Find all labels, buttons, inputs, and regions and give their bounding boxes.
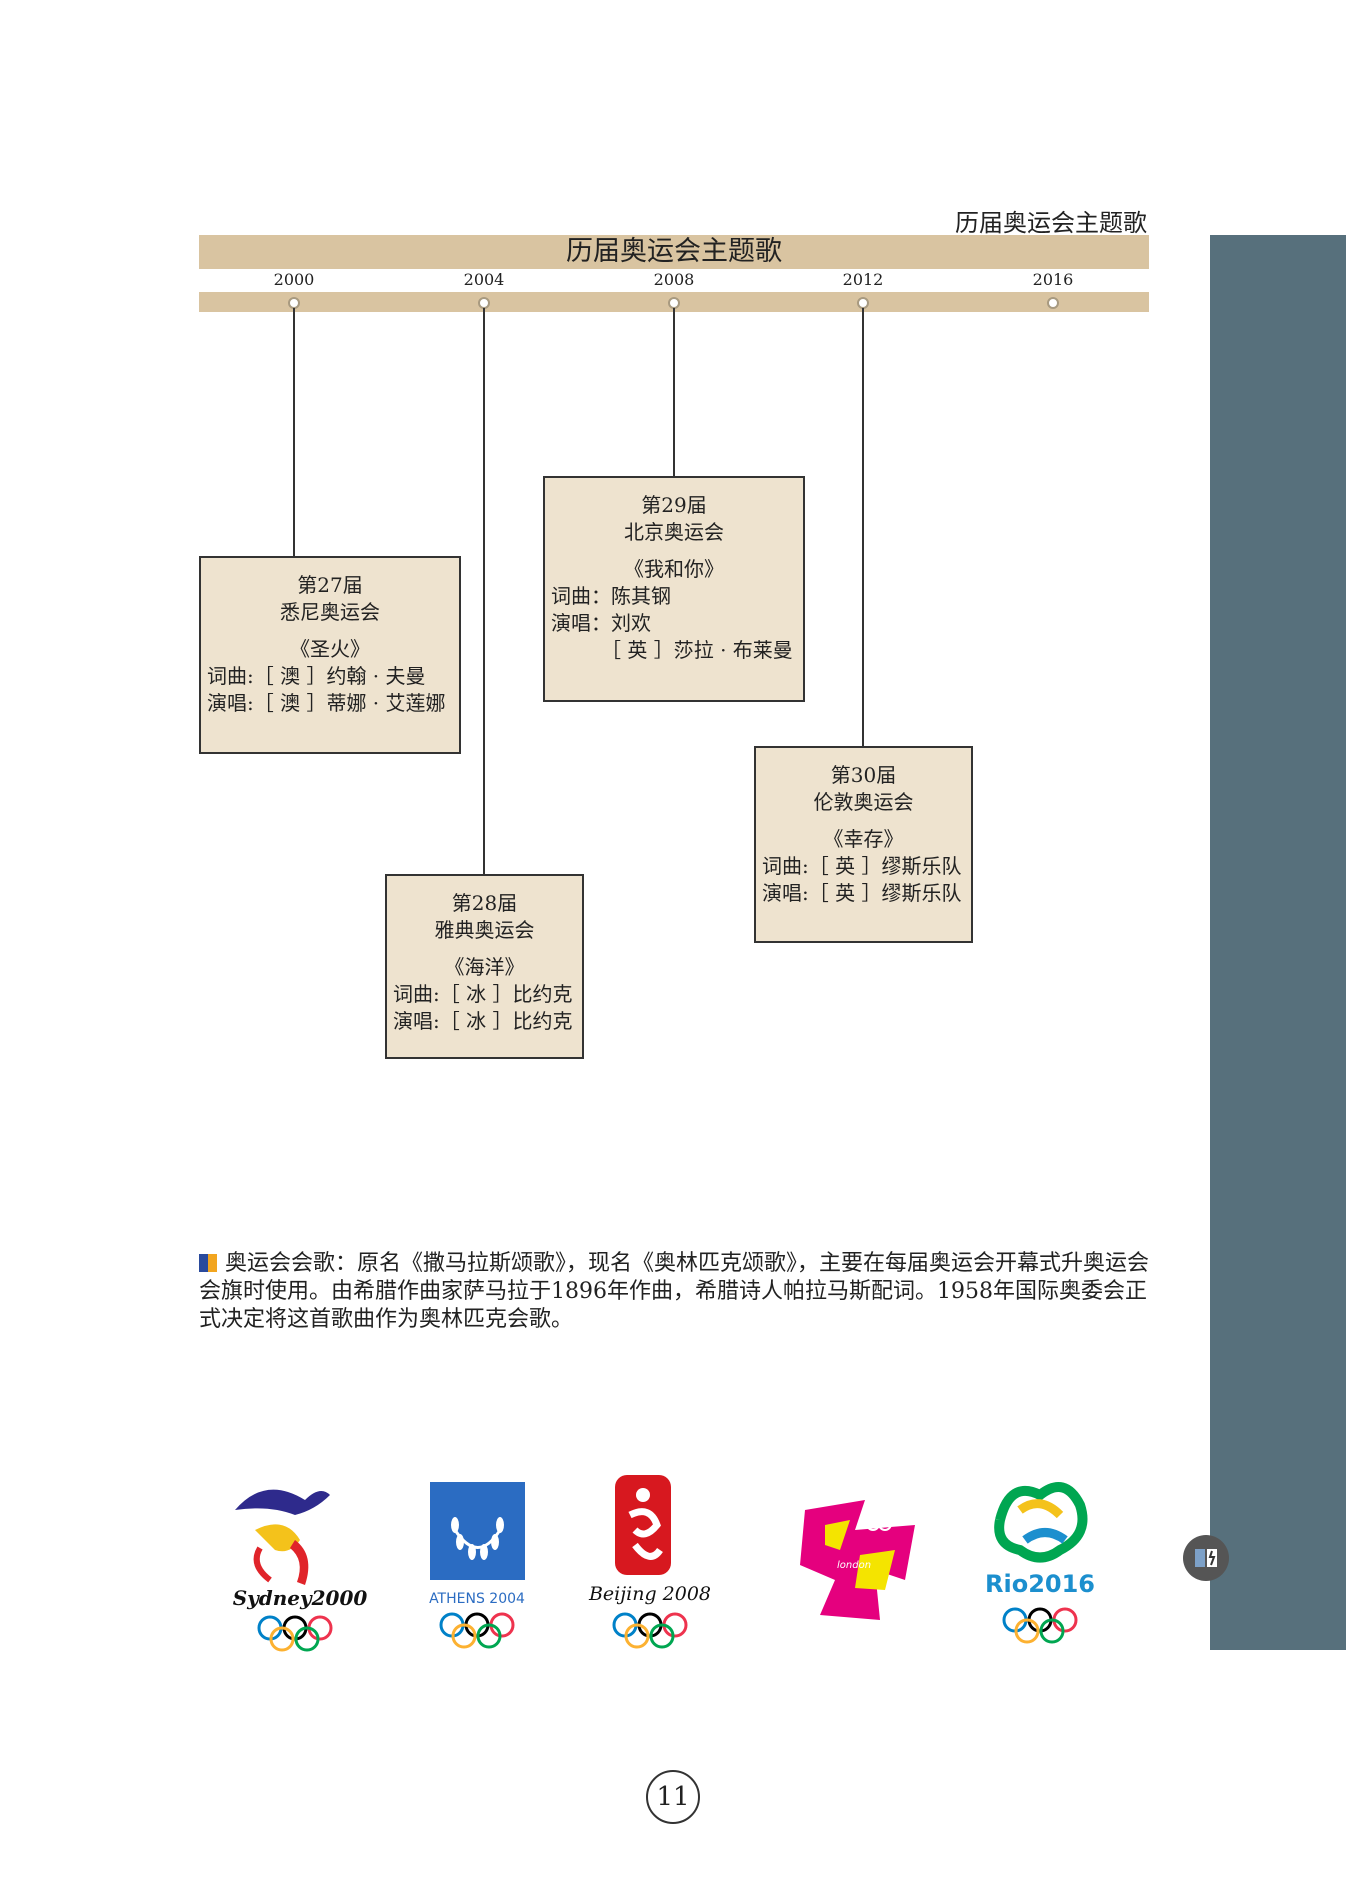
connector-line — [483, 308, 485, 874]
card-sydney: 第27届 悉尼奥运会 《圣火》 词曲:［ 澳 ］约翰 · 夫曼 演唱:［ 澳 ］… — [199, 556, 461, 754]
timeline-dot — [1047, 297, 1059, 309]
logo-text: ATHENS 2004 — [429, 1591, 525, 1607]
athens-2004-logo: ATHENS 2004 — [400, 1470, 550, 1660]
card-athens: 第28届 雅典奥运会 《海洋》 词曲:［ 冰 ］比约克 演唱:［ 冰 ］比约克 — [385, 874, 584, 1059]
card-song: 《海洋》 — [444, 955, 525, 979]
olympic-anthem-note: 奥运会会歌：原名《撒马拉斯颂歌》，现名《奥林匹克颂歌》，主要在每届奥运会开幕式升… — [199, 1250, 1149, 1334]
card-line: 演唱：刘欢 — [551, 611, 651, 635]
card-line: ［ 英 ］莎拉 · 布莱曼 — [551, 638, 793, 662]
note-text: 奥运会会歌：原名《撒马拉斯颂歌》，现名《奥林匹克颂歌》，主要在每届奥运会开幕式升… — [199, 1251, 1150, 1332]
card-games: 伦敦奥运会 — [813, 790, 914, 814]
card-line: 演唱:［ 澳 ］蒂娜 · 艾莲娜 — [207, 691, 446, 715]
card-song: 《我和你》 — [624, 557, 724, 581]
card-line: 词曲：陈其钢 — [551, 584, 671, 608]
olympic-logos: Sydney2000 ATHENS 2004 — [225, 1470, 1125, 1660]
section-marker-icon — [199, 1254, 217, 1272]
bookmark-icon[interactable] — [1183, 1535, 1229, 1581]
card-song: 《幸存》 — [823, 827, 904, 851]
card-london: 第30届 伦敦奥运会 《幸存》 词曲:［ 英 ］缪斯乐队 演唱:［ 英 ］缪斯乐… — [754, 746, 973, 943]
card-line: 演唱:［ 冰 ］比约克 — [393, 1009, 573, 1033]
logo-text: Rio2016 — [985, 1570, 1095, 1598]
year-label: 2008 — [653, 270, 695, 289]
timeline-title: 历届奥运会主题歌 — [199, 235, 1149, 269]
rio-2016-logo: Rio2016 — [965, 1470, 1115, 1660]
logo-text: london — [837, 1560, 871, 1571]
card-games: 雅典奥运会 — [434, 918, 535, 942]
card-song: 《圣火》 — [290, 637, 370, 661]
connector-line — [673, 308, 675, 476]
card-games: 悉尼奥运会 — [280, 600, 380, 624]
year-label: 2000 — [273, 270, 315, 289]
card-edition: 第30届 — [830, 763, 897, 787]
year-label: 2004 — [463, 270, 505, 289]
running-head: 历届奥运会主题歌 — [955, 209, 1147, 237]
card-edition: 第28届 — [451, 891, 518, 915]
card-line: 演唱:［ 英 ］缪斯乐队 — [762, 881, 962, 905]
side-band — [1210, 235, 1346, 1650]
card-line: 词曲:［ 英 ］缪斯乐队 — [762, 854, 962, 878]
logo-text: Sydney2000 — [233, 1586, 368, 1610]
year-label: 2016 — [1032, 270, 1074, 289]
card-edition: 第27届 — [297, 573, 363, 597]
card-games: 北京奥运会 — [624, 520, 724, 544]
card-line: 词曲:［ 冰 ］比约克 — [393, 982, 573, 1006]
sydney-2000-logo: Sydney2000 — [225, 1470, 375, 1660]
connector-line — [293, 308, 295, 556]
year-label: 2012 — [842, 270, 884, 289]
card-beijing: 第29届 北京奥运会 《我和你》 词曲：陈其钢 演唱：刘欢 ［ 英 ］莎拉 · … — [543, 476, 805, 702]
logo-text: Beijing 2008 — [588, 1583, 711, 1605]
page-number: 11 — [646, 1770, 700, 1824]
connector-line — [862, 308, 864, 746]
card-edition: 第29届 — [641, 493, 707, 517]
london-2012-logo: london — [795, 1470, 925, 1660]
card-line: 词曲:［ 澳 ］约翰 · 夫曼 — [207, 664, 426, 688]
beijing-2008-logo: Beijing 2008 — [575, 1470, 725, 1660]
